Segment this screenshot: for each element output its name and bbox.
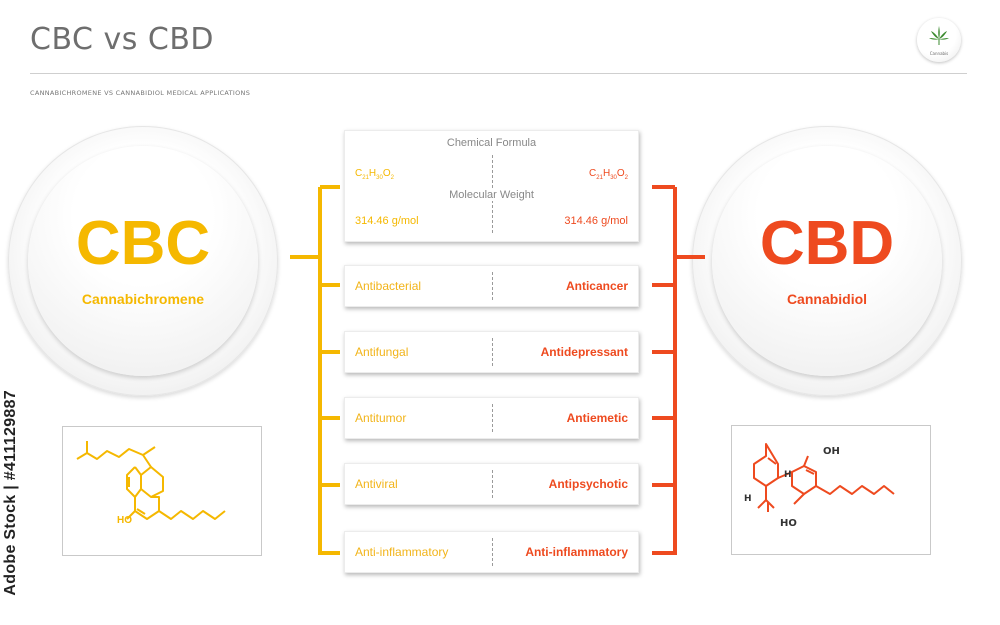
cbd-hydroxyl-label-2: HO (780, 518, 797, 529)
cbc-abbreviation: CBC (75, 209, 211, 278)
cbc-structure-box: HO (62, 426, 262, 556)
cbc-application: Antitumor (355, 411, 407, 425)
cbd-inner-circle: CBD Cannabidiol (712, 146, 942, 376)
cbc-hydroxyl-label: HO (117, 515, 132, 526)
cbc-bracket (290, 185, 340, 555)
cbc-molecule-diagram (76, 441, 226, 520)
cbd-formula: C21H30O2 (589, 168, 628, 181)
molecular-weight-label: Molecular Weight (345, 189, 638, 201)
cbc-full-name: Cannabichromene (81, 291, 205, 307)
cbd-circle: CBD Cannabidiol (692, 126, 962, 396)
row-divider (491, 404, 493, 432)
cbd-application: Antiemetic (566, 411, 628, 425)
cbc-application: Anti-inflammatory (355, 545, 449, 559)
row-divider (491, 272, 493, 300)
application-row: Antibacterial Anticancer (344, 265, 639, 307)
header-divider (30, 73, 967, 74)
application-row: Antifungal Antidepressant (344, 331, 639, 373)
cbd-molecule-diagram (753, 443, 895, 512)
properties-card: Chemical Formula C21H30O2 C21H30O2 Molec… (344, 130, 639, 242)
cbd-hydrogen-label: H (784, 470, 792, 480)
cannabis-leaf-icon (929, 26, 949, 45)
application-row: Antiviral Antipsychotic (344, 463, 639, 505)
chemical-formula-label: Chemical Formula (345, 137, 638, 149)
cbc-application: Antibacterial (355, 279, 422, 293)
cbd-application: Anti-inflammatory (525, 545, 628, 559)
page-title: CBC vs CBD (30, 22, 215, 57)
cbd-molecular-weight: 314.46 g/mol (564, 215, 628, 227)
cbd-application: Anticancer (565, 279, 628, 293)
cbd-hydroxyl-label: OH (823, 446, 840, 457)
cbd-application: Antidepressant (540, 345, 628, 359)
page-subtitle: CANNABICHROMENE VS CANNABIDIOL MEDICAL A… (30, 89, 251, 97)
row-divider (491, 538, 493, 566)
row-divider (491, 338, 493, 366)
cbc-molecular-weight: 314.46 g/mol (355, 215, 419, 227)
cbd-bracket (652, 185, 705, 555)
cannabis-logo: Cannabis (917, 18, 961, 62)
cbc-application: Antiviral (355, 477, 398, 491)
cbc-inner-circle: CBC Cannabichromene (28, 146, 258, 376)
cbd-full-name: Cannabidiol (786, 291, 868, 307)
cbc-application: Antifungal (355, 345, 409, 359)
cbd-application: Antipsychotic (548, 477, 628, 491)
cbd-hydrogen-label-2: H (744, 494, 752, 504)
row-divider (491, 470, 493, 498)
application-row: Antitumor Antiemetic (344, 397, 639, 439)
cbc-formula: C21H30O2 (355, 168, 394, 181)
cbd-structure-box: H OH H HO (731, 425, 931, 555)
stock-watermark: Adobe Stock | #411129887 (2, 390, 19, 596)
logo-label: Cannabis (929, 51, 949, 56)
cbd-abbreviation: CBD (759, 209, 895, 278)
cbc-circle: CBC Cannabichromene (8, 126, 278, 396)
application-row: Anti-inflammatory Anti-inflammatory (344, 531, 639, 573)
